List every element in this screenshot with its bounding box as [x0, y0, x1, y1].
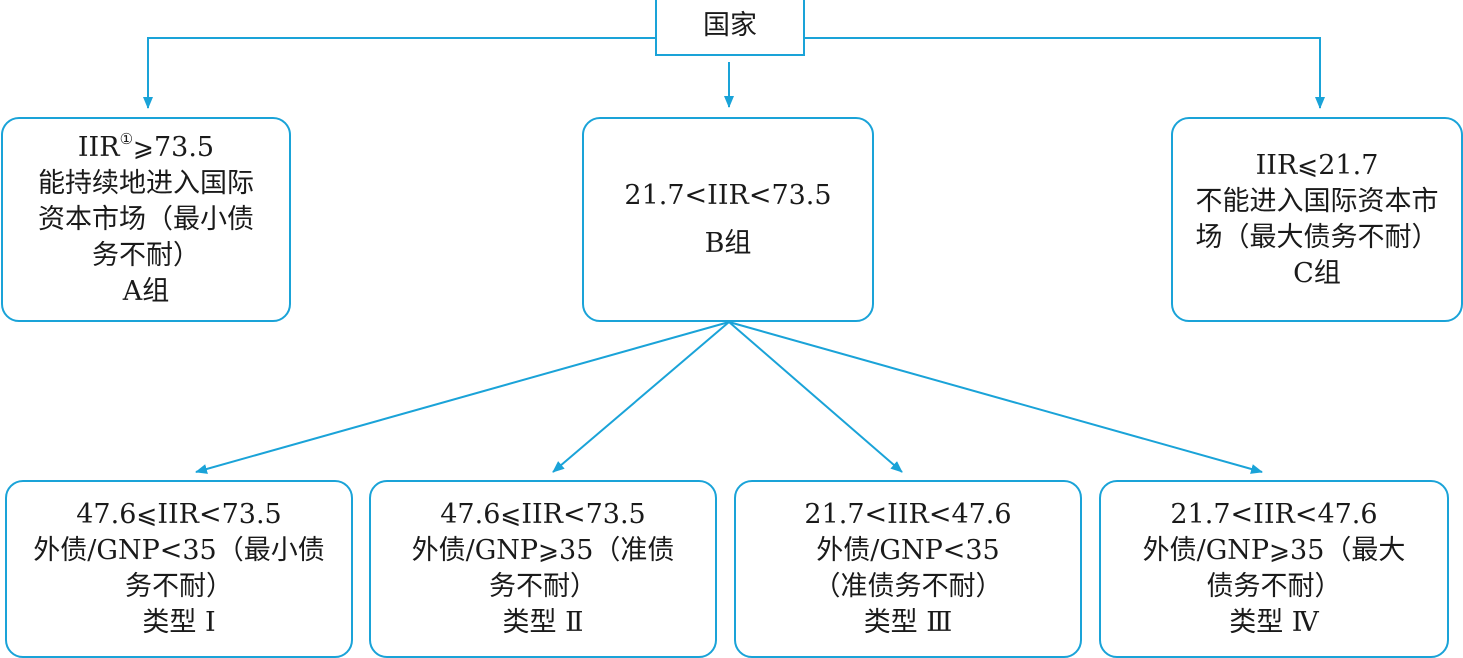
group-a-node: IIR①⩾73.5 能持续地进入国际 资本市场（最小债 务不耐） A组 — [1, 117, 291, 322]
group-a-label: A组 — [122, 275, 170, 307]
type-2-condition: 47.6⩽IIR<73.5 — [440, 497, 645, 533]
type-4-debt-ratio: 外债/GNP⩾35（最大 — [1143, 533, 1406, 569]
connector-root-to-c — [805, 37, 1325, 109]
type-1-debt-ratio: 外债/GNP<35（最小债 — [33, 535, 325, 566]
type-4-ratio-label: 外债/GNP — [1142, 535, 1270, 566]
type-1-upper-bound: IIR<73.5 — [157, 499, 282, 530]
root-node-country: 国家 — [655, 0, 805, 56]
group-a-iir-label: IIR — [77, 131, 120, 163]
type-3-label: 类型 Ⅲ — [863, 607, 953, 638]
type-2-desc: 务不耐） — [489, 571, 597, 602]
group-c-operator: ⩽ — [1297, 150, 1319, 180]
type-2-upper-bound: IIR<73.5 — [521, 499, 646, 530]
type-1-label: 类型 Ⅰ — [142, 607, 216, 638]
type-4-node: 21.7<IIR<47.6 外债/GNP⩾35（最大 债务不耐） 类型 Ⅳ — [1099, 480, 1449, 658]
group-a-desc-2: 资本市场（最小债 — [38, 203, 254, 235]
type-2-node: 47.6⩽IIR<73.5 外债/GNP⩾35（准债 务不耐） 类型 Ⅱ — [369, 480, 717, 658]
type-2-label: 类型 Ⅱ — [502, 607, 584, 638]
type-4-label: 类型 Ⅳ — [1229, 607, 1319, 638]
type-1-condition: 47.6⩽IIR<73.5 — [76, 497, 281, 533]
group-b-label: B组 — [704, 227, 752, 259]
type-3-node: 21.7<IIR<47.6 外债/GNP<35 （准债务不耐） 类型 Ⅲ — [734, 480, 1082, 658]
type-2-operator: ⩽ — [500, 500, 522, 529]
type-2-debt-ratio: 外债/GNP⩾35（准债 — [412, 533, 675, 569]
group-c-label: C组 — [1293, 257, 1341, 289]
type-4-condition: 21.7<IIR<47.6 — [1170, 499, 1378, 530]
group-c-node: IIR⩽21.7 不能进入国际资本市 场（最大债务不耐） C组 — [1171, 117, 1463, 322]
root-label: 国家 — [703, 10, 757, 41]
type-4-ratio-operator: ⩾ — [1269, 536, 1291, 565]
connector-b-to-type2 — [552, 321, 730, 473]
group-c-threshold: 21.7 — [1318, 149, 1379, 181]
connector-root-to-a — [143, 37, 655, 109]
connector-b-to-type1 — [195, 321, 730, 474]
type-1-node: 47.6⩽IIR<73.5 外债/GNP<35（最小债 务不耐） 类型 Ⅰ — [5, 480, 353, 658]
group-c-condition: IIR⩽21.7 — [1256, 148, 1379, 184]
type-4-ratio-value: 35（最大 — [1290, 535, 1406, 566]
group-a-operator: ⩾ — [133, 132, 154, 162]
type-2-ratio-value: 35（准债 — [559, 535, 675, 566]
type-2-ratio-operator: ⩾ — [538, 536, 560, 565]
group-a-condition: IIR①⩾73.5 — [78, 130, 214, 166]
connector-b-to-type4 — [728, 321, 1263, 474]
type-1-desc: 务不耐） — [125, 571, 233, 602]
type-1-lower-bound: 47.6 — [76, 499, 137, 530]
group-c-desc-1: 不能进入国际资本市 — [1195, 185, 1439, 217]
group-b-condition: 21.7<IIR<73.5 — [624, 179, 832, 211]
type-1-operator: ⩽ — [136, 500, 158, 529]
group-c-desc-2: 场（最大债务不耐） — [1195, 221, 1439, 253]
group-a-threshold: 73.5 — [153, 131, 215, 163]
connector-b-to-type3 — [728, 321, 903, 473]
group-b-node: 21.7<IIR<73.5 B组 — [582, 117, 874, 322]
type-3-desc: （准债务不耐） — [813, 571, 1003, 602]
type-3-debt-ratio: 外债/GNP<35 — [816, 535, 1000, 566]
type-3-condition: 21.7<IIR<47.6 — [804, 499, 1012, 530]
group-c-iir-label: IIR — [1255, 149, 1298, 181]
type-2-lower-bound: 47.6 — [440, 499, 501, 530]
footnote-marker: ① — [119, 129, 134, 148]
type-4-desc: 债务不耐） — [1206, 571, 1342, 602]
group-a-desc-1: 能持续地进入国际 — [38, 167, 254, 199]
type-2-ratio-label: 外债/GNP — [411, 535, 539, 566]
group-a-desc-3: 务不耐） — [92, 239, 200, 271]
